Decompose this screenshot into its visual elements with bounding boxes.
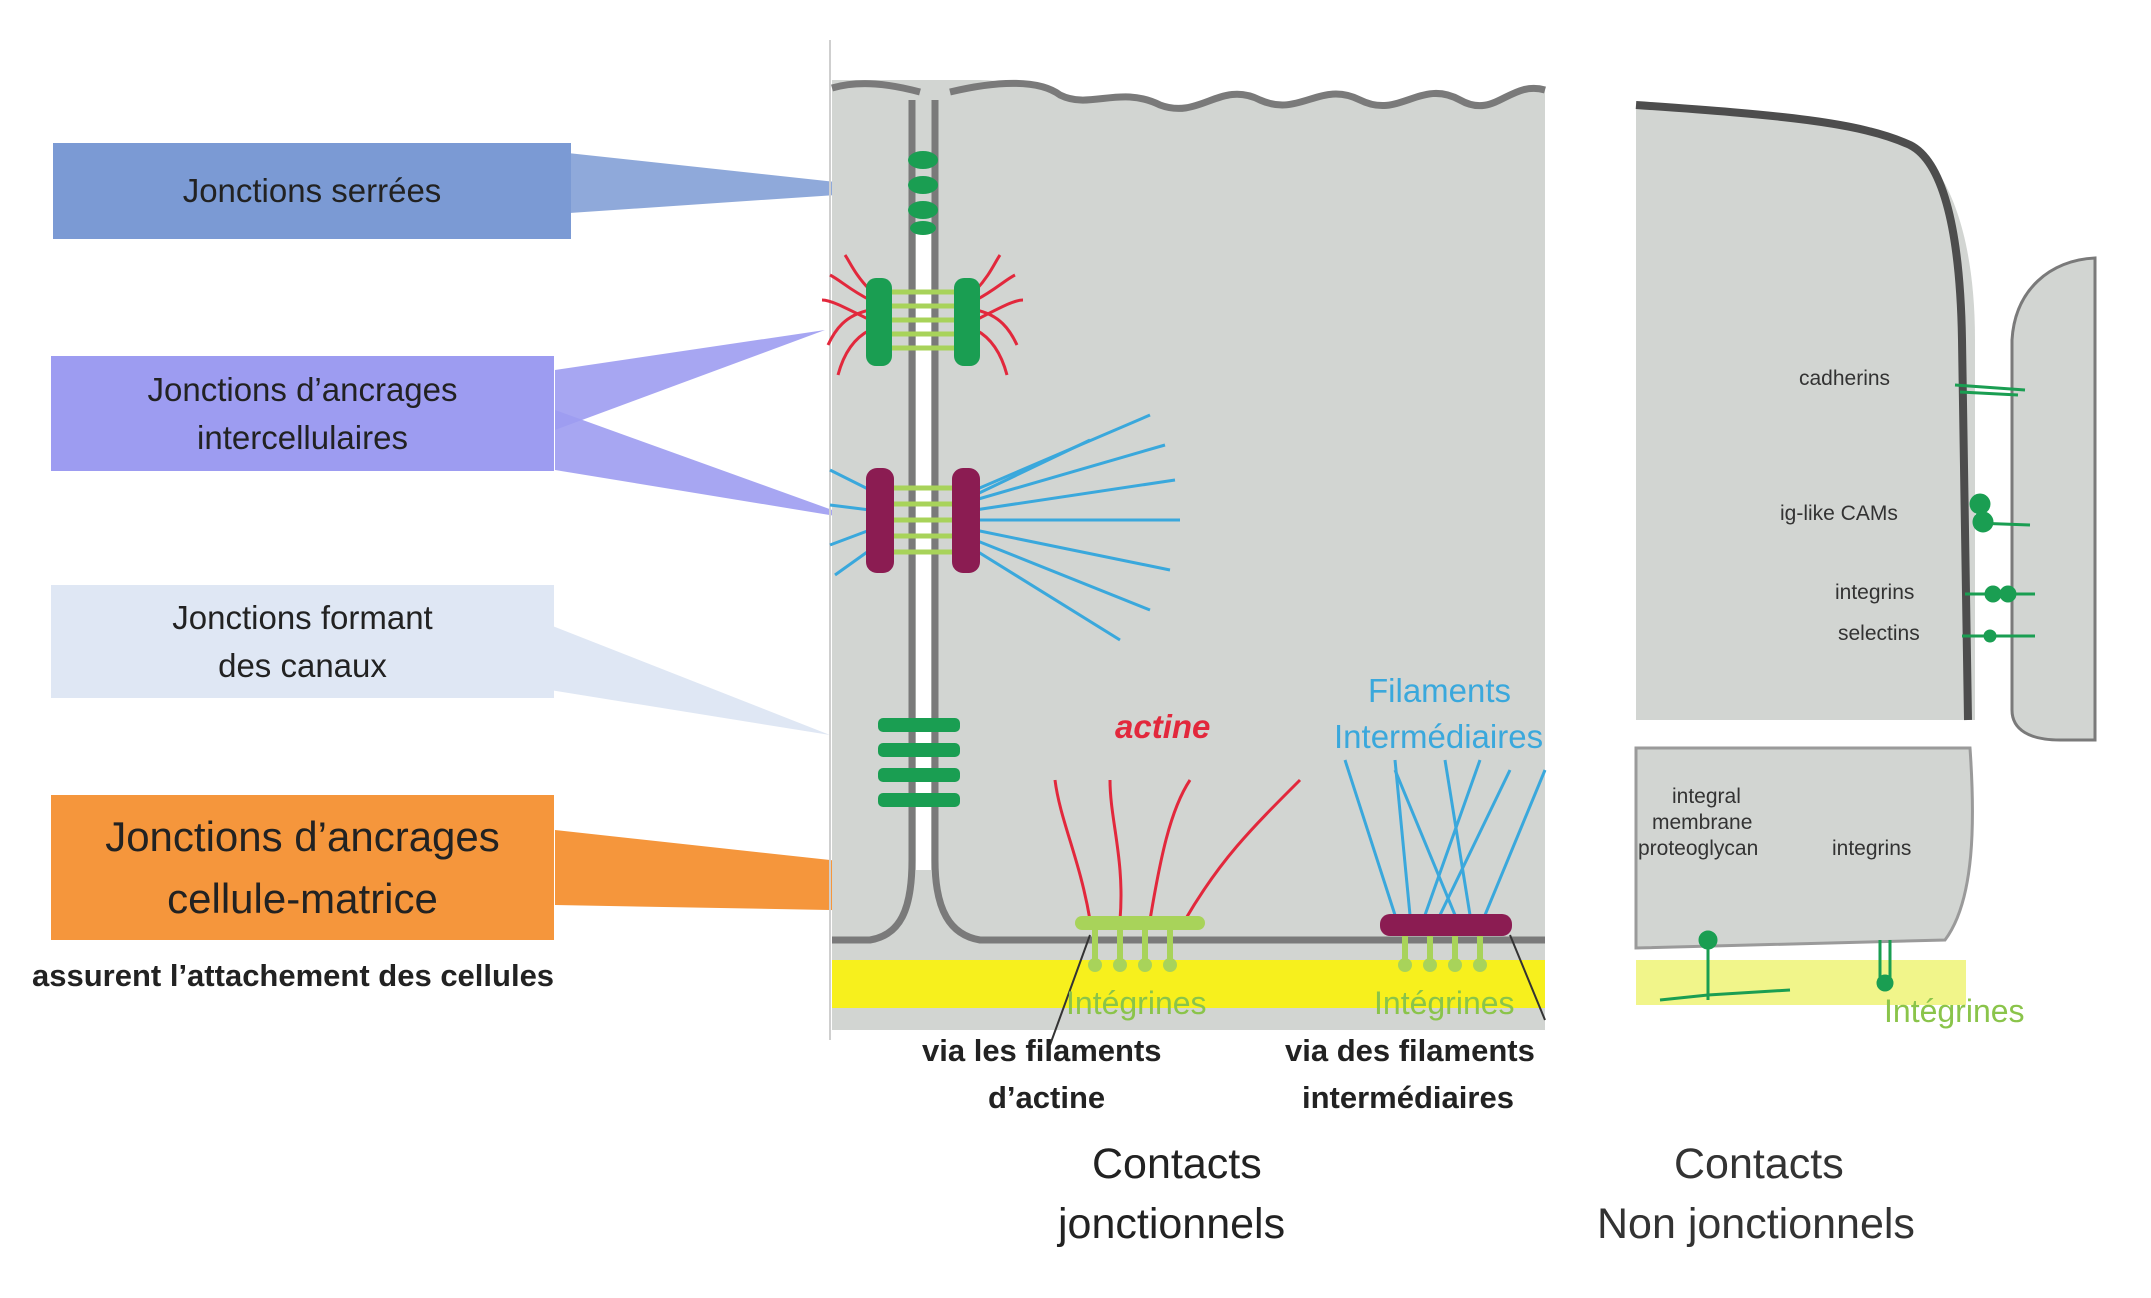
via-intermediaires-line1: via des filaments	[1285, 1033, 1535, 1068]
cadherins-label: cadherins	[1799, 367, 1891, 390]
channel-junction-label-box: Jonctions formant des canaux	[51, 585, 554, 698]
hemidesmosome	[1380, 914, 1512, 972]
neighbor-cell	[2010, 256, 2097, 742]
upper-right-cell	[1636, 105, 1975, 720]
left-cell	[821, 40, 1547, 1046]
anchor-callout-pointer-top	[555, 330, 825, 430]
anchor-callout-pointer-bottom	[555, 410, 860, 520]
actine-label: actine	[1115, 708, 1211, 745]
matrix-anchor-label-line2: cellule-matrice	[167, 874, 438, 922]
tight-callout-pointer	[540, 150, 910, 215]
non-junctional-caption-line1: Contacts	[1674, 1140, 1844, 1188]
junctional-caption-line2: jonctionnels	[1058, 1200, 1286, 1248]
leader-via-intermediaires	[1509, 934, 1546, 1021]
via-actine-line1: via les filaments	[922, 1033, 1162, 1068]
intercellular-anchor-label-line2: intercellulaires	[197, 418, 408, 456]
filaments-label-line1: Filaments	[1368, 672, 1512, 709]
right-panel	[1634, 101, 2097, 1005]
integrins-bottom-label: integrins	[1832, 837, 1912, 860]
integrines-label-hemidesmosome: Intégrines	[1374, 985, 1515, 1021]
cleft-left-membrane	[832, 100, 916, 944]
via-intermediaires-line2: intermédiaires	[1302, 1080, 1514, 1115]
focal-adhesion-actin	[1053, 778, 1302, 921]
non-junctional-caption-line2: Non jonctionnels	[1597, 1200, 1915, 1248]
matrix-anchor-note: assurent l’attachement des cellules	[32, 958, 555, 993]
channel-junction-label-line2: des canaux	[218, 646, 387, 684]
upper-right-membrane	[1635, 101, 1972, 721]
focal-adhesion-integrins	[1075, 916, 1205, 972]
matrix-anchor-label-line1: Jonctions d’ancrages	[105, 812, 500, 860]
channel-junction-label-line1: Jonctions formant	[172, 598, 433, 636]
tight-junctions-label: Jonctions serrées	[182, 172, 442, 209]
proteoglycan-label-line1: integral	[1672, 785, 1741, 808]
ig-cams-label: ig-like CAMs	[1780, 502, 1898, 525]
filaments-label-line2: Intermédiaires	[1334, 718, 1544, 755]
cleft-right-membrane	[931, 100, 1545, 944]
proteoglycan-label-line3: proteoglycan	[1638, 837, 1759, 860]
integrins-top-label: integrins	[1835, 581, 1915, 604]
hemidesmosome-filaments	[1343, 759, 1547, 916]
integrines-label-actin: Intégrines	[1066, 985, 1207, 1021]
proteoglycan-label-line2: membrane	[1652, 811, 1753, 834]
junctional-caption-line1: Contacts	[1092, 1140, 1262, 1188]
adherens-junction	[821, 254, 1024, 376]
gap-junction	[878, 718, 960, 807]
channel-callout-pointer	[550, 625, 830, 735]
cam-molecules	[1659, 383, 2035, 1002]
intercellular-anchor-label-line1: Jonctions d’ancrages	[147, 370, 458, 408]
left-cell-top-membrane	[831, 79, 1546, 112]
selectins-label: selectins	[1838, 622, 1920, 645]
lower-right-cell	[1634, 746, 1974, 950]
tight-junction	[908, 151, 938, 235]
leader-via-actine	[1049, 934, 1091, 1046]
intercellular-anchor-label-box: Jonctions d’ancrages intercellulaires	[51, 356, 554, 471]
desmosome	[829, 413, 1180, 642]
tight-junctions-label-box: Jonctions serrées	[53, 143, 571, 239]
left-cell-body	[832, 80, 1545, 1030]
via-actine-line2: d’actine	[988, 1080, 1106, 1115]
matrix-anchor-label-box: Jonctions d’ancrages cellule-matrice	[51, 795, 554, 940]
integrines-label-right: Intégrines	[1884, 993, 2025, 1029]
